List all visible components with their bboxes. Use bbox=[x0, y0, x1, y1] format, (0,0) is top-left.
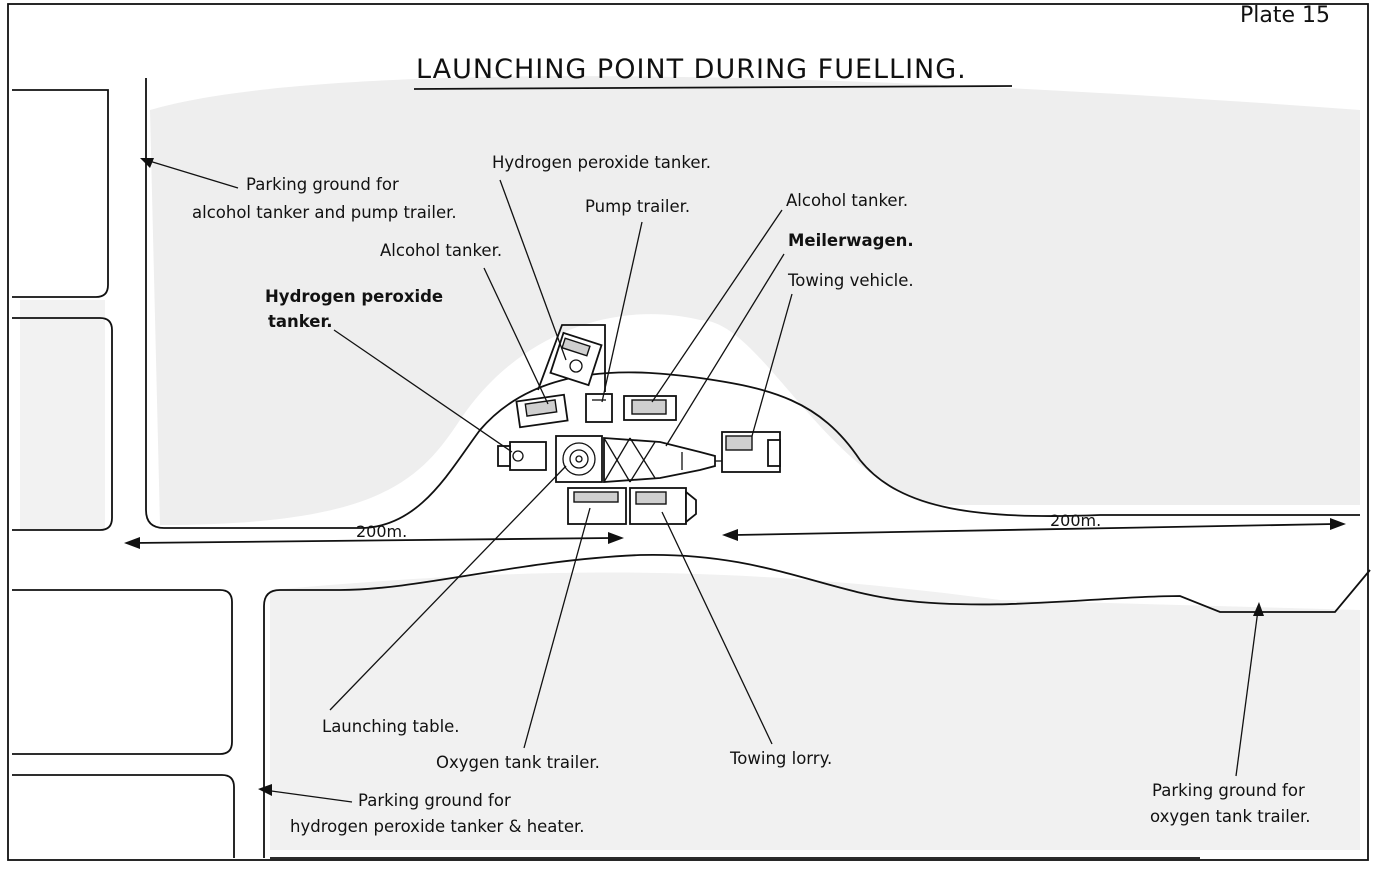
right-distance-label: 200m. bbox=[1050, 511, 1101, 530]
meilerwagen-vehicle bbox=[603, 437, 716, 483]
parking-spur bbox=[537, 324, 606, 392]
label-towing-vehicle: Towing vehicle. bbox=[787, 271, 914, 290]
label-parking-h2o2-1: Parking ground for bbox=[358, 791, 511, 810]
alcohol-tanker-left-vehicle bbox=[515, 393, 569, 429]
pump-trailer-vehicle bbox=[585, 393, 613, 423]
label-hydrogen-peroxide-tanker-top: Hydrogen peroxide tanker. bbox=[492, 153, 711, 172]
towing-lorry-vehicle bbox=[629, 487, 697, 525]
label-pump-trailer: Pump trailer. bbox=[585, 197, 690, 216]
leader-lines bbox=[140, 158, 1264, 803]
hydrogen-peroxide-tanker-vehicle bbox=[497, 441, 547, 471]
label-parking-h2o2-2: hydrogen peroxide tanker & heater. bbox=[290, 817, 585, 836]
diagram-title: LAUNCHING POINT DURING FUELLING. bbox=[416, 54, 967, 85]
vehicles bbox=[497, 331, 781, 525]
plate-frame bbox=[7, 3, 1369, 861]
upper-vertical-road bbox=[145, 78, 1360, 529]
label-parking-alcohol-1: Parking ground for bbox=[246, 175, 399, 194]
upper-left-blocks bbox=[12, 89, 113, 531]
label-alcohol-tanker-left: Alcohol tanker. bbox=[380, 241, 502, 260]
label-parking-alcohol-2: alcohol tanker and pump trailer. bbox=[192, 203, 457, 222]
label-hydrogen-peroxide-left-2: tanker. bbox=[268, 312, 333, 331]
left-distance-arrow bbox=[124, 532, 624, 549]
hydrogen-peroxide-tanker-parked bbox=[549, 331, 603, 387]
label-hydrogen-peroxide-left-1: Hydrogen peroxide bbox=[265, 287, 443, 306]
wooded-area bbox=[20, 76, 1360, 850]
plate-number: Plate 15 bbox=[1240, 3, 1330, 28]
label-alcohol-tanker-right: Alcohol tanker. bbox=[786, 191, 908, 210]
title-underline bbox=[413, 85, 1013, 90]
oxygen-tank-trailer-vehicle bbox=[567, 487, 627, 525]
alcohol-tanker-right-vehicle bbox=[623, 395, 677, 421]
label-launching-table: Launching table. bbox=[322, 717, 460, 736]
label-oxygen-tank-trailer: Oxygen tank trailer. bbox=[436, 753, 600, 772]
label-towing-lorry: Towing lorry. bbox=[729, 749, 832, 768]
label-parking-oxygen-1: Parking ground for bbox=[1152, 781, 1305, 800]
left-distance-label: 200m. bbox=[356, 522, 407, 541]
label-meilerwagen: Meilerwagen. bbox=[788, 231, 914, 250]
distance-arrows bbox=[124, 518, 1346, 549]
lower-road-edge bbox=[263, 553, 1371, 858]
label-parking-oxygen-2: oxygen tank trailer. bbox=[1150, 807, 1310, 826]
towing-vehicle-shape bbox=[715, 431, 781, 473]
launching-table-vehicle bbox=[555, 435, 603, 483]
right-distance-arrow bbox=[722, 518, 1346, 541]
lower-left-blocks bbox=[12, 589, 235, 858]
